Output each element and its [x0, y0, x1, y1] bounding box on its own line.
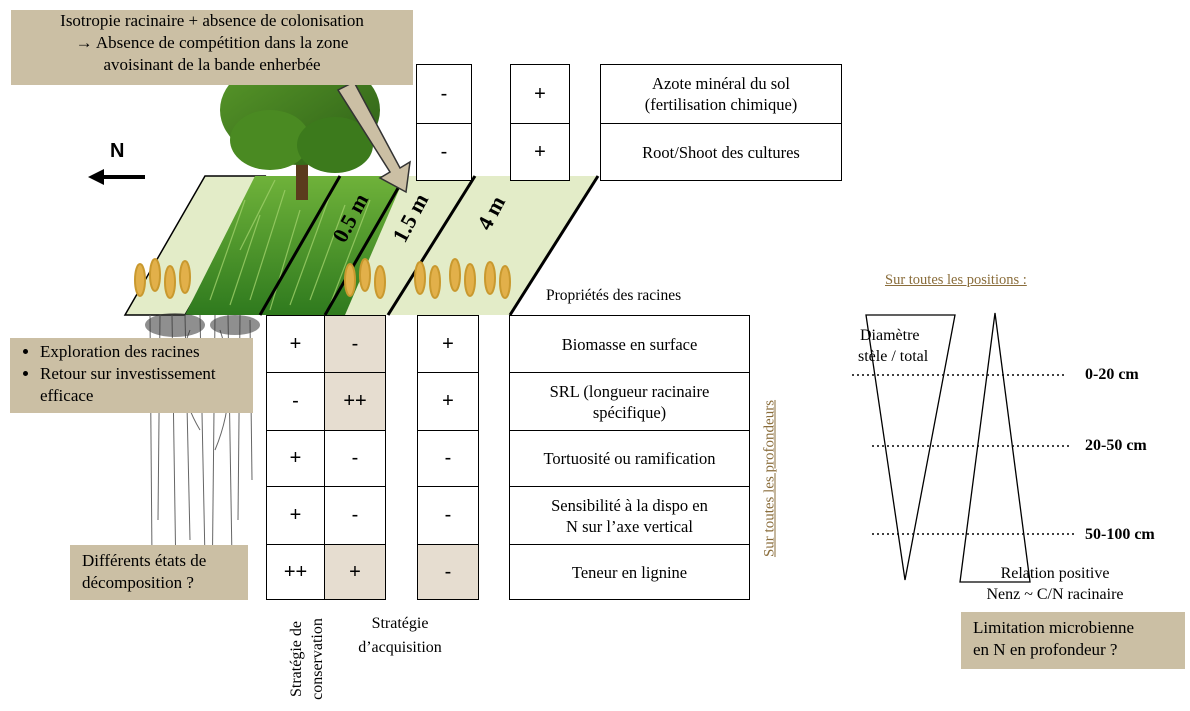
- root-cons-r1: +: [266, 315, 325, 373]
- wheat-plants: [134, 258, 511, 299]
- diameter-triangle: [865, 314, 956, 581]
- positions-title: Sur toutes les positions :: [885, 272, 1027, 288]
- root-property-5: Teneur en lignine: [509, 544, 750, 600]
- soil-cell-r1-c1: -: [416, 64, 472, 124]
- decomposition-note: Différents états de décomposition ?: [70, 545, 248, 600]
- pointer-arrow: [336, 81, 411, 194]
- strategy-acquisition-label: Stratégie d’acquisition: [358, 615, 442, 656]
- root-far-r3: -: [417, 430, 479, 487]
- top-note-line3: avoisinant de la bande enherbée: [103, 55, 321, 74]
- top-note: Isotropie racinaire + absence de colonis…: [11, 10, 413, 85]
- root-far-r4: -: [417, 486, 479, 545]
- root-acq-r2: ++: [324, 372, 386, 431]
- root-cons-r5: ++: [266, 544, 325, 600]
- root-property-2: SRL (longueur racinaire spécifique): [509, 372, 750, 431]
- root-acq-r3: -: [324, 430, 386, 487]
- depth-20-50: 20-50 cm: [1085, 437, 1147, 454]
- root-cons-r2: -: [266, 372, 325, 431]
- north-label: N: [110, 140, 125, 162]
- strategy-conservation-label: Stratégie de conservation: [288, 618, 326, 700]
- root-far-r2: +: [417, 372, 479, 431]
- soil-cell-r1-c2: +: [510, 64, 570, 124]
- root-property-1: Biomasse en surface: [509, 315, 750, 373]
- root-acq-r1: -: [324, 315, 386, 373]
- soil-cell-r2-c2: +: [510, 123, 570, 181]
- root-props-title: Propriétés des racines: [546, 287, 682, 304]
- root-far-r1: +: [417, 315, 479, 373]
- depth-0-20: 0-20 cm: [1085, 366, 1139, 383]
- exploration-item-2: Retour sur investissement efficace: [40, 363, 253, 407]
- limitation-note: Limitation microbienne en N en profondeu…: [961, 612, 1185, 669]
- depth-note: Sur toutes les profondeurs: [761, 399, 778, 558]
- root-property-4: Sensibilité à la dispo en N sur l’axe ve…: [509, 486, 750, 545]
- root-property-3: Tortuosité ou ramification: [509, 430, 750, 487]
- root-acq-r4: -: [324, 486, 386, 545]
- top-note-line1: Isotropie racinaire + absence de colonis…: [60, 11, 364, 30]
- north-arrow-head: [88, 169, 104, 185]
- root-acq-r5: +: [324, 544, 386, 600]
- root-far-r5: -: [417, 544, 479, 600]
- depth-50-100: 50-100 cm: [1085, 526, 1155, 543]
- soil-property-1: Azote minéral du sol (fertilisation chim…: [600, 64, 842, 124]
- relation-label: Relation positive Nenz ~ C/N racinaire: [986, 565, 1124, 603]
- exploration-note: Exploration des racines Retour sur inves…: [10, 338, 253, 413]
- root-cons-r3: +: [266, 430, 325, 487]
- soil-property-2: Root/Shoot des cultures: [600, 123, 842, 181]
- relation-triangle: [959, 312, 1031, 583]
- diameter-label: Diamètre stèle / total: [858, 327, 929, 365]
- root-cons-r4: +: [266, 486, 325, 545]
- soil-cell-r2-c1: -: [416, 123, 472, 181]
- exploration-item-1: Exploration des racines: [40, 341, 253, 363]
- top-note-line2: → Absence de compétition dans la zone: [75, 33, 349, 52]
- depth-lines: [852, 374, 1075, 535]
